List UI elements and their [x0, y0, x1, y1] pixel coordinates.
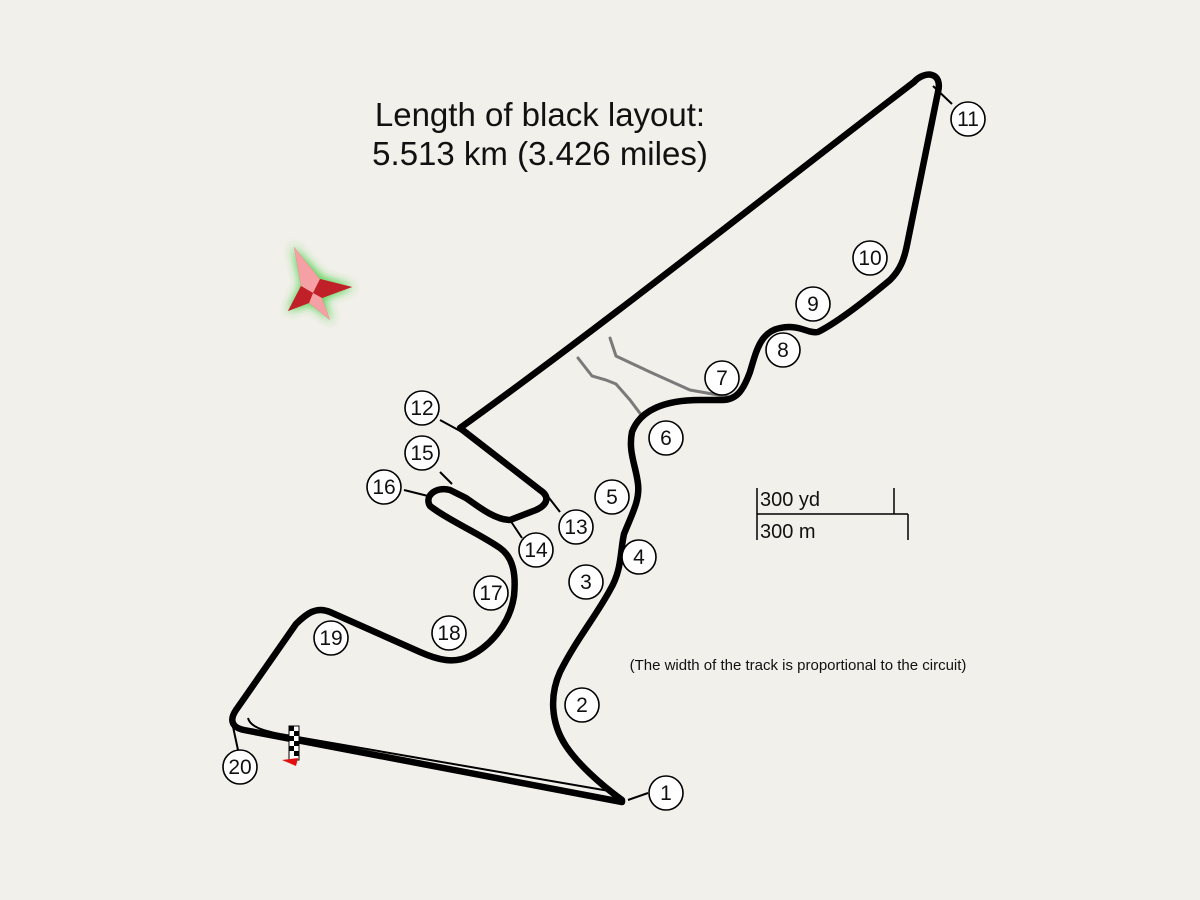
- turn-marker-circle: [473, 575, 509, 611]
- scale-imperial-label: 300 yd: [760, 489, 820, 511]
- turn-marker-label: 4: [633, 546, 645, 569]
- turn-leader-lines: [231, 85, 953, 801]
- turn-marker: 3: [568, 564, 604, 600]
- turn-marker-circle: [404, 435, 440, 471]
- turn-marker-label: 11: [957, 108, 979, 131]
- turn-marker-circle: [950, 101, 986, 137]
- turn-marker: 7: [704, 360, 740, 396]
- turn-marker-circle: [558, 509, 594, 545]
- turn-marker: 10: [852, 240, 888, 276]
- pit-lane: [247, 717, 616, 793]
- turn-marker-circle: [222, 749, 258, 785]
- turn-marker: 18: [431, 615, 467, 651]
- turn-marker-circle: [313, 620, 349, 656]
- turn-marker: 16: [366, 469, 402, 505]
- turn-marker: 19: [313, 620, 349, 656]
- turn-marker-label: 18: [437, 622, 460, 645]
- turn-marker-circle: [366, 469, 402, 505]
- track-width-note: (The width of the track is proportional …: [630, 657, 967, 674]
- turn-marker-circle: [621, 539, 657, 575]
- scale-metric-label: 300 m: [760, 521, 816, 543]
- turn-marker-circle: [648, 775, 684, 811]
- turn-marker-label: 10: [858, 247, 881, 270]
- turn-marker: 4: [621, 539, 657, 575]
- turn-marker-circle: [404, 390, 440, 426]
- turn-marker: 11: [950, 101, 986, 137]
- turn-marker-circle: [795, 286, 831, 322]
- turn-marker: 2: [564, 687, 600, 723]
- turn-marker-circle: [431, 615, 467, 651]
- turn-marker-circle: [704, 360, 740, 396]
- turn-marker: 14: [518, 532, 554, 568]
- turn-marker: 13: [558, 509, 594, 545]
- alternative-layout-links: [576, 336, 737, 418]
- checkered-flag-icon: [288, 725, 300, 761]
- turn-marker-label: 19: [319, 627, 342, 650]
- turn-marker-circle: [594, 479, 630, 515]
- turn-marker-label: 6: [660, 427, 672, 450]
- turn-marker-label: 9: [807, 293, 819, 316]
- turn-marker: 12: [404, 390, 440, 426]
- turn-marker-circle: [648, 420, 684, 456]
- turn-marker: 15: [404, 435, 440, 471]
- layout-length-value: 5.513 km (3.426 miles): [372, 135, 708, 172]
- turn-marker: 5: [594, 479, 630, 515]
- turn-marker-circle: [518, 532, 554, 568]
- turn-marker-circle: [564, 687, 600, 723]
- turn-marker-label: 5: [606, 486, 618, 509]
- track-layout: [229, 71, 943, 806]
- turn-marker-label: 12: [410, 397, 433, 420]
- turn-marker-label: 15: [410, 442, 433, 465]
- turn-marker: 6: [648, 420, 684, 456]
- direction-arrow-icon: [282, 758, 298, 766]
- turn-marker-label: 16: [372, 476, 395, 499]
- turn-marker-circle: [568, 564, 604, 600]
- turn-marker: 17: [473, 575, 509, 611]
- turn-marker-label: 14: [524, 539, 548, 562]
- scale-bar: [756, 488, 909, 540]
- turn-marker-label: 3: [580, 571, 592, 594]
- turn-marker-label: 17: [479, 582, 502, 605]
- turn-marker-label: 1: [660, 782, 672, 805]
- turn-marker-label: 8: [777, 339, 789, 362]
- turn-marker-label: 2: [576, 694, 588, 717]
- turn-marker-label: 20: [228, 756, 251, 779]
- turn-marker: 9: [795, 286, 831, 322]
- layout-length-title: Length of black layout:: [375, 96, 705, 133]
- turn-marker-label: 7: [716, 367, 728, 390]
- turn-marker-circle: [765, 332, 801, 368]
- turn-marker: 20: [222, 749, 258, 785]
- north-compass-star-icon: [287, 245, 354, 322]
- turn-marker-circle: [852, 240, 888, 276]
- turn-marker-label: 13: [564, 516, 587, 539]
- turn-marker: 8: [765, 332, 801, 368]
- turn-marker: 1: [648, 775, 684, 811]
